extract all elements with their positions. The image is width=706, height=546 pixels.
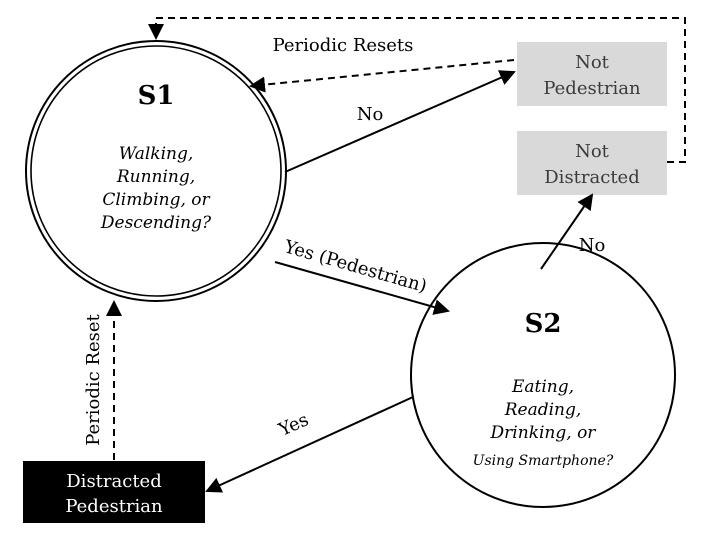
s1-question-line-3: Climbing, or	[102, 190, 210, 210]
s1-question-line-4: Descending?	[100, 213, 212, 233]
s2-question-line-4: Using Smartphone?	[473, 453, 614, 469]
not-pedestrian-line-2: Pedestrian	[543, 78, 641, 99]
s2-question-line-2: Reading,	[504, 400, 582, 420]
edge-periodic-reset: Periodic Reset	[83, 300, 122, 460]
not-distracted-line-2: Distracted	[544, 167, 639, 188]
outcome-not-distracted: Not Distracted	[517, 131, 667, 195]
s1-yes-arrow	[274, 261, 450, 315]
s1-question-line-1: Walking,	[119, 144, 194, 164]
s1-no-arrow	[284, 70, 516, 173]
distracted-pedestrian-box	[23, 461, 205, 523]
not-pedestrian-line-1: Not	[575, 52, 610, 73]
s1-title: S1	[138, 81, 175, 111]
periodic-resets-label: Periodic Resets	[273, 35, 414, 56]
edge-periodic-resets-outer	[148, 17, 686, 163]
edge-s1-yes: Yes (Pedestrian)	[274, 236, 450, 315]
edge-s2-no: No	[540, 193, 606, 270]
periodic-reset-label: Periodic Reset	[83, 313, 104, 445]
edge-s1-no: No	[284, 70, 516, 173]
s2-no-label: No	[579, 235, 606, 256]
s2-yes-arrow	[205, 396, 414, 493]
not-distracted-line-1: Not	[575, 141, 610, 162]
s2-question-line-1: Eating,	[511, 377, 574, 397]
state-s1: S1 Walking, Running, Climbing, or Descen…	[25, 40, 287, 302]
outcome-distracted-pedestrian: Distracted Pedestrian	[23, 461, 205, 523]
s1-inner-circle	[30, 45, 282, 297]
s2-question-line-3: Drinking, or	[490, 423, 597, 443]
periodic-resets-arrow	[249, 59, 515, 93]
not-pedestrian-box	[517, 42, 667, 106]
s1-yes-label: Yes (Pedestrian)	[281, 236, 429, 297]
s1-no-label: No	[357, 104, 384, 125]
s2-yes-label: Yes	[275, 409, 312, 441]
s2-title: S2	[525, 309, 562, 339]
distracted-pedestrian-line-2: Pedestrian	[65, 496, 163, 517]
periodic-resets-outer-arrow	[148, 17, 686, 163]
edge-s2-yes: Yes	[205, 396, 414, 493]
distracted-pedestrian-line-1: Distracted	[66, 471, 161, 492]
outcome-not-pedestrian: Not Pedestrian	[517, 42, 667, 106]
edge-periodic-resets: Periodic Resets	[249, 35, 515, 93]
not-distracted-box	[517, 131, 667, 195]
s2-no-arrow	[540, 193, 594, 270]
s1-question-line-2: Running,	[116, 167, 195, 187]
state-s2: S2 Eating, Reading, Drinking, or Using S…	[410, 242, 676, 508]
s2-circle	[410, 242, 676, 508]
